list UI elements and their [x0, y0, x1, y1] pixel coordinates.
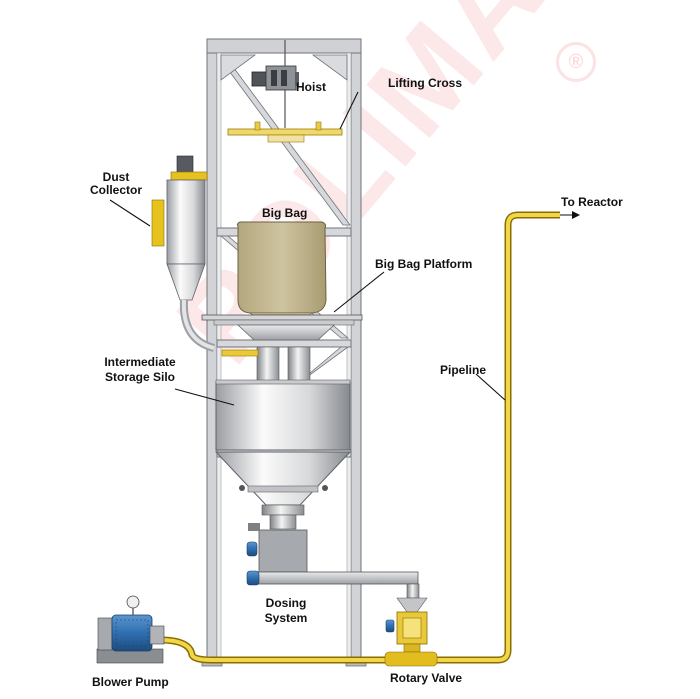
label-big-bag: Big Bag	[262, 206, 308, 220]
dosing-system	[246, 523, 428, 613]
label-big-bag-platform: Big Bag Platform	[375, 257, 473, 271]
label-dosing-1: Dosing	[265, 596, 307, 610]
label-lifting-cross: Lifting Cross	[388, 76, 462, 90]
big-bag-platform	[201, 314, 363, 341]
big-bag	[236, 221, 327, 323]
label-pipeline: Pipeline	[440, 363, 487, 377]
label-dust-collector-1: Dust	[102, 170, 130, 184]
registered-mark: ®	[556, 42, 596, 82]
label-dosing-2: System	[264, 611, 308, 625]
label-dust-collector-2: Collector	[89, 183, 142, 197]
silo-inlets	[221, 346, 311, 384]
arrow-icon	[572, 211, 580, 219]
leader-lines	[109, 91, 506, 406]
label-rotary-valve: Rotary Valve	[390, 671, 463, 685]
lifting-cross	[227, 121, 343, 143]
dust-collector	[151, 155, 216, 352]
label-intermediate-silo-1: Intermediate	[104, 355, 176, 369]
label-to-reactor: To Reactor	[561, 195, 623, 209]
label-hoist: Hoist	[296, 80, 326, 94]
intermediate-silo	[214, 379, 352, 530]
label-intermediate-silo-2: Storage Silo	[104, 370, 175, 384]
label-blower-pump: Blower Pump	[92, 675, 169, 689]
hoist-unit	[251, 40, 299, 128]
blower-pump	[96, 595, 165, 664]
pipeline	[159, 211, 580, 667]
rotary-valve	[385, 611, 428, 653]
